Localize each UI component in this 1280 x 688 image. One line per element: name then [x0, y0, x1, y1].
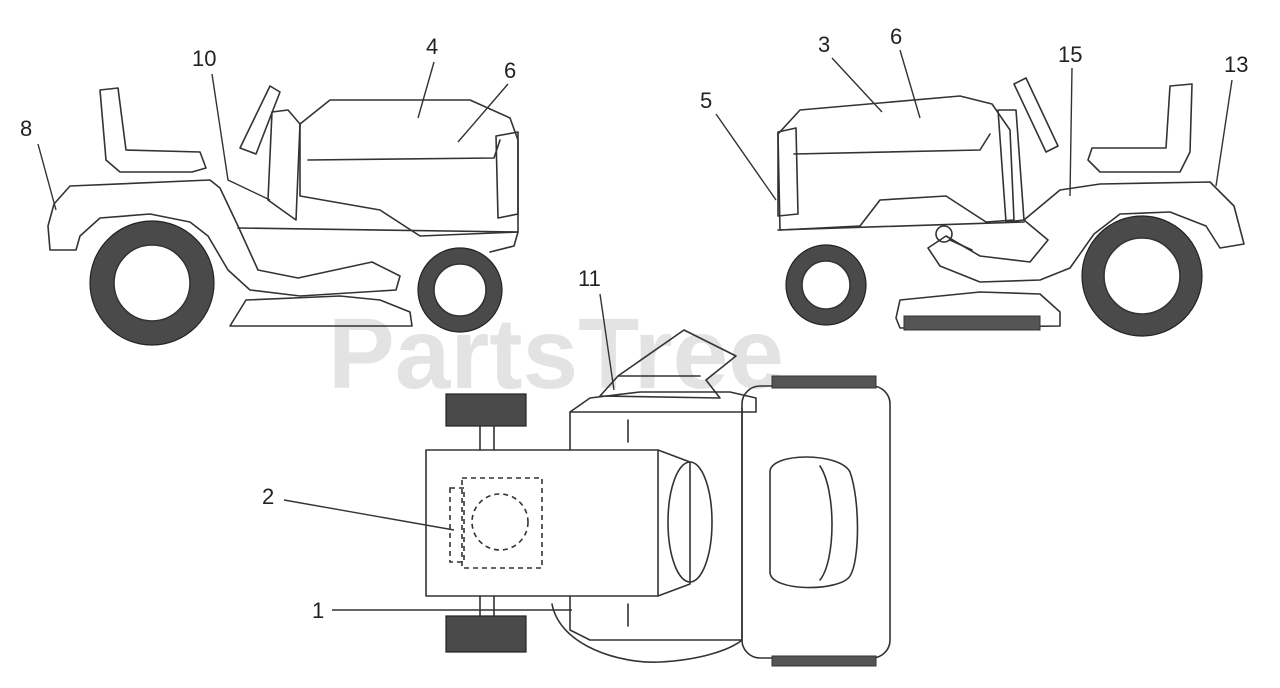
- front-tire-bottom: [445, 615, 527, 653]
- seat: [99, 87, 207, 173]
- frame: [777, 221, 1025, 231]
- hood-top: [425, 449, 659, 597]
- grille: [495, 131, 519, 219]
- hood-line: [793, 133, 991, 155]
- callout-15: 15: [1058, 42, 1082, 67]
- front-tire-top: [445, 393, 527, 427]
- callout-5: 5: [700, 88, 712, 113]
- steering-wheel: [1013, 77, 1059, 153]
- leader-13: [1215, 79, 1233, 187]
- frame: [237, 227, 519, 253]
- leader-10: [211, 73, 271, 201]
- leader-6-right: [899, 49, 921, 119]
- rear-fender-top: [741, 385, 891, 659]
- steering-wheel: [239, 85, 281, 155]
- leader-6-left: [457, 83, 509, 143]
- leader-8: [37, 143, 57, 211]
- decal-outline: [449, 487, 465, 563]
- rear-fender: [47, 179, 401, 297]
- body-top: [569, 407, 743, 641]
- leader-3: [831, 57, 883, 113]
- callouts: 8 10 4 6 5 3 6 15 13 11 2 1: [20, 24, 1248, 623]
- callout-13: 13: [1224, 52, 1248, 77]
- tractor-right-side-view: [777, 77, 1245, 337]
- lift-lever: [935, 225, 953, 243]
- leader-5: [715, 113, 777, 201]
- seat-top: [769, 456, 859, 589]
- mower-deck-top: [551, 603, 743, 663]
- callout-6-right: 6: [890, 24, 902, 49]
- leader-15: [1069, 67, 1073, 197]
- leader-2: [283, 499, 455, 531]
- callout-2: 2: [262, 484, 274, 509]
- hood: [777, 95, 1015, 231]
- seat: [1087, 83, 1193, 173]
- callout-6-left: 6: [504, 58, 516, 83]
- leader-4: [417, 61, 435, 119]
- steering-column: [267, 109, 301, 221]
- callout-4: 4: [426, 34, 438, 59]
- tractor-left-side-view: [47, 85, 519, 346]
- decal-outline: [461, 477, 543, 569]
- callout-1: 1: [312, 598, 324, 623]
- grille: [777, 127, 799, 217]
- callout-11: 11: [578, 266, 601, 291]
- steering-housing: [667, 461, 713, 583]
- mower-deck: [229, 295, 413, 327]
- callout-8: 8: [20, 116, 32, 141]
- callout-10: 10: [192, 46, 216, 71]
- callout-3: 3: [818, 32, 830, 57]
- hood-line: [307, 139, 501, 161]
- tractor-top-view: [425, 329, 891, 667]
- leader-11: [599, 293, 615, 391]
- hood: [299, 99, 519, 237]
